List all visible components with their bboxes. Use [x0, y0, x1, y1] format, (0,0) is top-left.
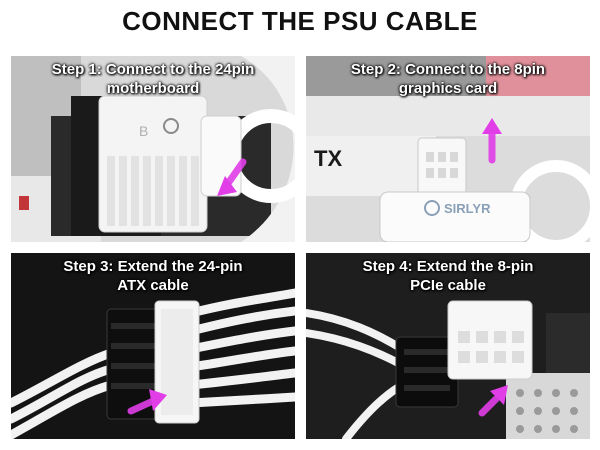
step-2-subtitle: graphics card — [398, 80, 498, 97]
step-2-panel: TX SIRLYR Step 2: Connect to the 8pin gr… — [306, 56, 590, 242]
step-1-photo: B — [11, 56, 295, 242]
step-1-caption: Step 1: Connect to the 24pin motherboard — [11, 60, 295, 98]
pcie-8pin-connector — [417, 137, 467, 201]
brand-mark-icon — [424, 200, 440, 216]
step-4-subtitle: PCIe cable — [410, 277, 486, 294]
step-1-title: Step 1: Connect to the 24pin — [51, 61, 255, 78]
gpu-label: TX — [314, 146, 342, 171]
step-1-subtitle: motherboard — [106, 80, 200, 97]
step-3-caption: Step 3: Extend the 24-pin ATX cable — [11, 257, 295, 295]
page-title: CONNECT THE PSU CABLE — [122, 6, 478, 36]
step-1-panel: B Step 1: Connect to the 24pin motherboa… — [11, 56, 295, 242]
brand-logo: SIRLYR — [444, 201, 491, 216]
step-3-title: Step 3: Extend the 24-pin — [63, 258, 243, 275]
white-8pin-connector — [447, 300, 533, 380]
cable-sleeve — [379, 191, 531, 242]
insert-arrow-icon — [217, 158, 247, 196]
step-4-panel: Step 4: Extend the 8-pin PCIe cable — [306, 253, 590, 439]
step-4-photo — [306, 253, 590, 439]
step-2-title: Step 2: Connect to the 8pin — [350, 61, 546, 78]
insert-arrow-icon — [127, 389, 167, 415]
insert-arrow-icon — [478, 385, 508, 417]
step-3-photo — [11, 253, 295, 439]
step-2-photo: TX SIRLYR — [306, 56, 590, 242]
white-atx-connector — [154, 300, 200, 424]
black-extension-connector — [106, 308, 164, 420]
insert-arrow-icon — [482, 118, 502, 164]
step-3-subtitle: ATX cable — [117, 277, 189, 294]
board-mark: B — [139, 123, 148, 139]
step-2-caption: Step 2: Connect to the 8pin graphics car… — [306, 60, 590, 98]
step-3-panel: Step 3: Extend the 24-pin ATX cable — [11, 253, 295, 439]
step-4-title: Step 4: Extend the 8-pin — [362, 258, 534, 275]
step-4-caption: Step 4: Extend the 8-pin PCIe cable — [306, 257, 590, 295]
